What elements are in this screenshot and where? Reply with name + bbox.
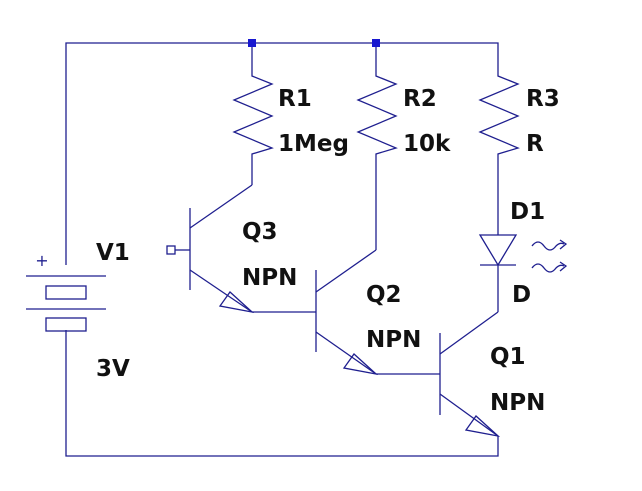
battery-v1: + — [26, 251, 106, 332]
r2-value-label: 10k — [403, 131, 451, 157]
r1-value-label: 1Meg — [278, 131, 349, 157]
r3-name-label: R3 — [526, 86, 560, 112]
top-rail-wire — [65, 42, 499, 265]
q2-name-label: Q2 — [366, 282, 402, 308]
v1-name-label: V1 — [96, 240, 130, 266]
resistor-r2 — [356, 70, 398, 160]
q3-base-pin — [166, 245, 176, 255]
junction-dot-r1 — [248, 39, 256, 47]
battery-plus-sign: + — [35, 251, 48, 270]
led-light-arrow-icon-2 — [531, 263, 565, 273]
transistor-q2 — [315, 249, 379, 376]
junction-dot-r2 — [372, 39, 380, 47]
led-d1 — [478, 234, 568, 273]
transistor-q1 — [439, 311, 501, 438]
d1-name-label: D1 — [510, 199, 545, 225]
bottom-rail-wire — [65, 330, 499, 457]
q2-model-label: NPN — [366, 327, 421, 353]
transistor-q3 — [166, 184, 255, 314]
q3-name-label: Q3 — [242, 219, 278, 245]
q1-name-label: Q1 — [490, 344, 526, 370]
d1-value-label: D — [512, 282, 531, 308]
resistor-r3 — [478, 70, 520, 160]
led-light-arrow-icon — [531, 241, 565, 251]
resistor-r1 — [232, 70, 274, 160]
wires — [65, 42, 499, 457]
r1-name-label: R1 — [278, 86, 312, 112]
v1-value-label: 3V — [96, 356, 130, 382]
q1-model-label: NPN — [490, 390, 545, 416]
q3-model-label: NPN — [242, 265, 297, 291]
r3-value-label: R — [526, 131, 544, 157]
r2-name-label: R2 — [403, 86, 437, 112]
